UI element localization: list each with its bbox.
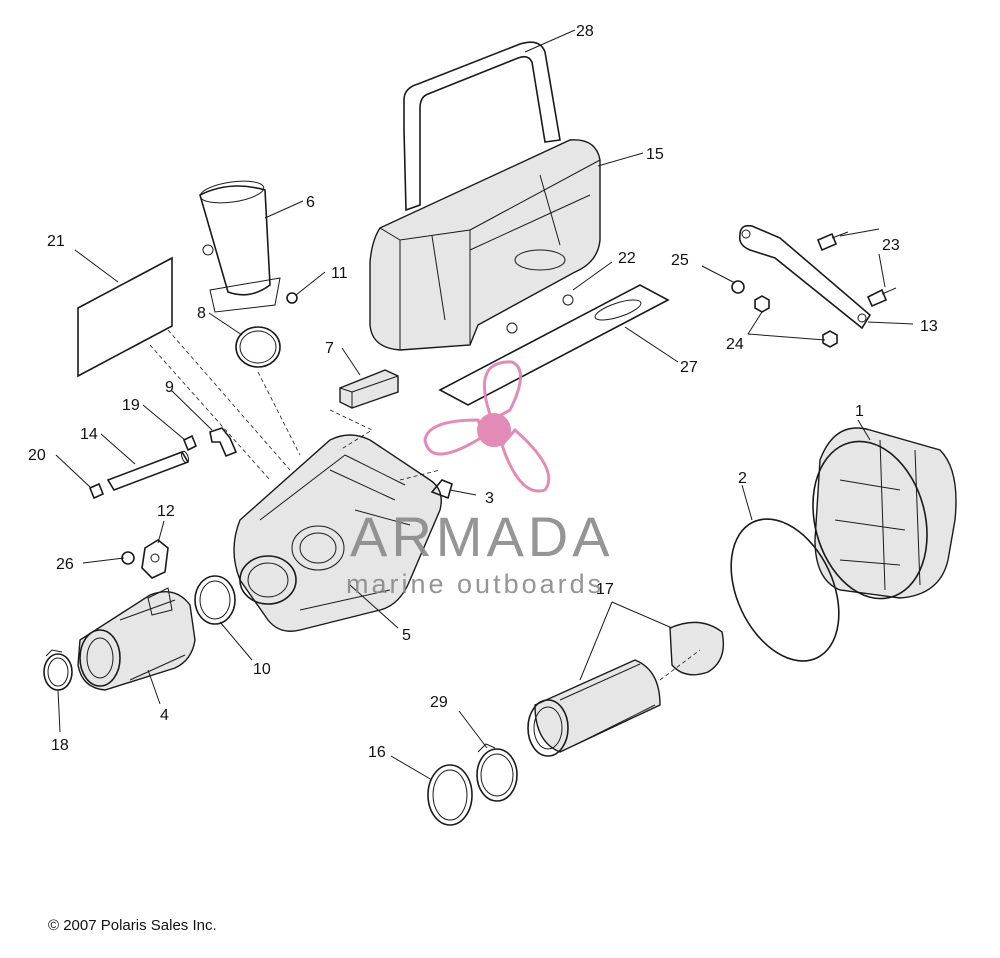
callout-15: 15 [646,146,664,163]
part-18-hose-clamp [43,649,73,691]
part-2-large-o-ring [730,518,840,662]
part-15-airbox-cover [369,139,601,351]
callout-24: 24 [726,336,744,353]
callout-21: 21 [47,233,65,250]
callout-3: 3 [485,490,494,507]
callout-23: 23 [882,237,900,254]
part-3-clip [430,479,453,500]
part-11-screw [286,292,298,304]
part-20-clip [88,482,105,500]
callout-12: 12 [157,503,175,520]
callout-26: 26 [56,556,74,573]
watermark: ARMADA marine outboards [346,360,614,599]
part-19-clip [182,434,198,452]
copyright-notice: © 2007 Polaris Sales Inc. [48,917,217,934]
callout-6: 6 [306,194,315,211]
part-4-intake-boot [77,587,196,691]
part-13-bracket [738,224,872,330]
part-9-elbow-fitting [209,427,238,458]
callout-9: 9 [165,379,174,396]
part-23-bolts [816,231,897,308]
callout-7: 7 [325,340,334,357]
part-16-ring [427,764,473,826]
part-25-screw [731,280,745,294]
callout-2: 2 [738,470,747,487]
callout-22: 22 [618,250,636,267]
callout-28: 28 [576,23,594,40]
part-14-tube [106,450,190,491]
callout-18: 18 [51,737,69,754]
callout-14: 14 [80,426,98,443]
watermark-tagline: marine outboards [346,569,604,599]
callout-8: 8 [197,305,206,322]
assembly-guide-lines [149,329,441,481]
callout-29: 29 [430,694,448,711]
part-5-airbox-housing [233,434,442,632]
callout-20: 20 [28,447,46,464]
part-24-nuts [754,295,838,348]
watermark-brand: ARMADA [350,505,614,568]
callout-4: 4 [160,707,169,724]
callout-19: 19 [122,397,140,414]
part-21-label-sheet [77,256,173,378]
callout-13: 13 [920,318,938,335]
callout-11: 11 [331,265,348,282]
callout-5: 5 [402,627,411,644]
part-1-end-cap [812,427,957,600]
part-29-clamp [476,743,518,802]
callout-1: 1 [855,403,864,420]
callout-17: 17 [596,581,614,598]
part-27-plate [438,284,670,406]
part-17-air-filter [527,621,725,757]
callout-27: 27 [680,359,698,376]
callout-25: 25 [671,252,689,269]
callout-labels: 28 15 6 11 8 7 21 9 19 14 20 12 26 4 18 … [28,23,938,761]
part-8-o-ring [235,326,281,368]
part-12-sensor [141,539,169,579]
part-10-clamp [194,575,236,625]
leader-lines [55,29,914,781]
propeller-logo-icon [423,360,551,493]
callout-16: 16 [368,744,386,761]
callout-10: 10 [253,661,271,678]
part-28-handle [403,41,561,212]
part-6-intake-funnel [199,180,298,313]
part-7-foam-block [339,369,399,409]
